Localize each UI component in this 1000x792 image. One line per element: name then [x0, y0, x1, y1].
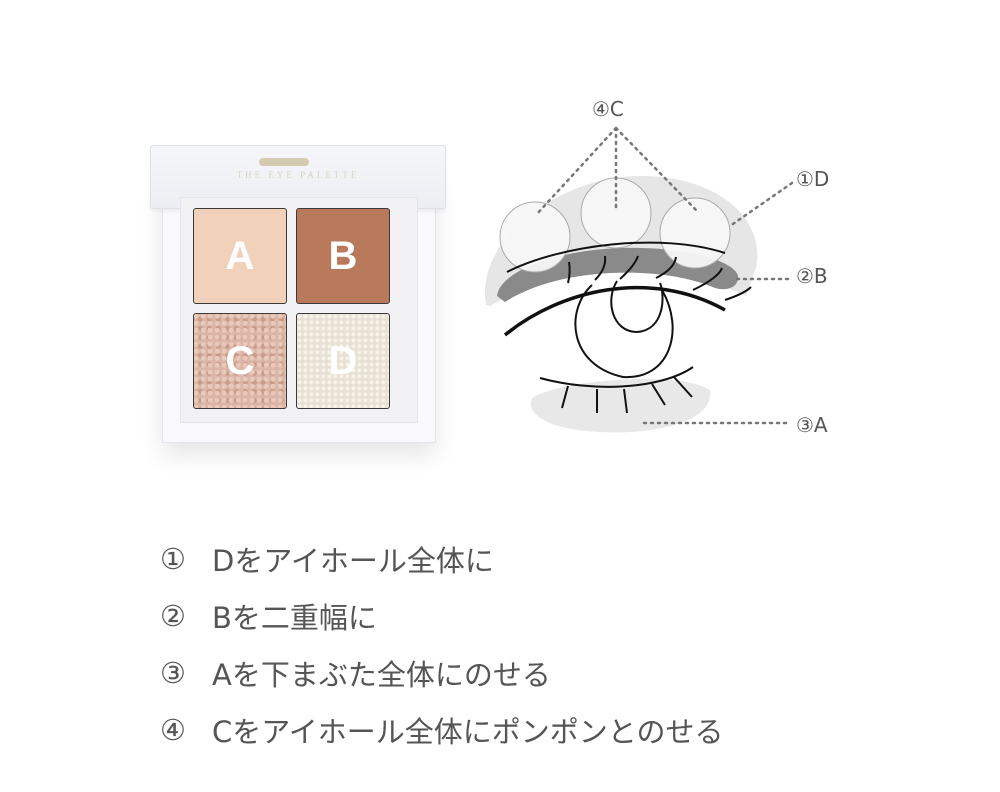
step-text: Bを二重幅に [212, 600, 377, 635]
label-2b: ②B [796, 264, 828, 288]
label-3a: ③A [796, 413, 828, 437]
lower-lash-line [539, 366, 694, 388]
tap-circle-right [659, 197, 731, 269]
step-text: Dをアイホール全体に [212, 543, 494, 578]
leader-lines [534, 126, 794, 425]
eye-palette-image: THE EYE PALETTE A B C D [150, 145, 446, 443]
brand-logo [259, 158, 309, 166]
tap-circle-middle [580, 177, 652, 249]
pan-b: B [296, 208, 390, 304]
step-number: ③ [160, 655, 186, 690]
step-number: ① [160, 541, 186, 576]
pupil-highlight [610, 280, 664, 334]
step-number: ② [160, 598, 186, 633]
brand-text: THE EYE PALETTE [236, 170, 360, 180]
step-2: ② Bを二重幅に [160, 587, 724, 644]
pan-a: A [193, 208, 287, 304]
step-4: ④ Cをアイホール全体にポンポンとのせる [160, 701, 724, 758]
lower-eyelid-area [530, 378, 711, 433]
iris [574, 284, 674, 379]
step-number: ④ [160, 712, 186, 747]
pan-c: C [193, 313, 287, 409]
upper-lash-line [503, 285, 726, 337]
lower-lashes [561, 376, 693, 414]
instruction-list: ① Dをアイホール全体に ② Bを二重幅に ③ Aを下まぶた全体にのせる ④ Cをアイホ… [160, 530, 724, 758]
label-1d: ①D [796, 167, 829, 191]
label-4c: ④C [592, 97, 624, 121]
lid-crease [506, 241, 726, 273]
upper-lashes [567, 255, 752, 301]
tap-circle-left [499, 201, 571, 273]
step-text: Aを下まぶた全体にのせる [212, 657, 551, 692]
step-text: Cをアイホール全体にポンポンとのせる [212, 714, 724, 749]
pan-d: D [296, 313, 390, 409]
step-1: ① Dをアイホール全体に [160, 530, 724, 587]
step-3: ③ Aを下まぶた全体にのせる [160, 644, 724, 701]
